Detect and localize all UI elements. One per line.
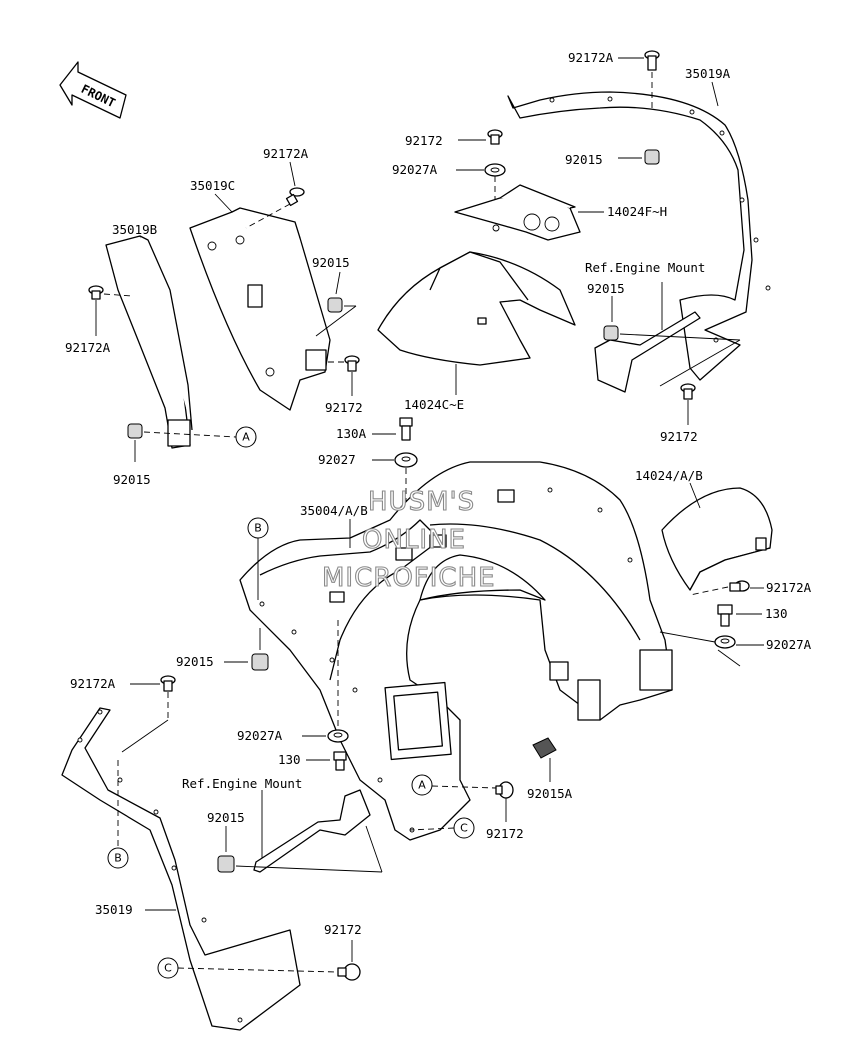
label-ref-engine-mount-low: Ref.Engine Mount xyxy=(182,776,302,791)
fender-flap-35019A xyxy=(507,91,771,381)
callout-A-low-label: A xyxy=(418,779,426,792)
watermark-line3: MICROFICHE xyxy=(322,563,496,593)
washer-92027A-right xyxy=(659,631,764,667)
callout-C-low-label: C xyxy=(164,962,172,975)
cover-14024C-E xyxy=(377,251,576,395)
bolt-92172-center xyxy=(326,355,360,396)
label-92172-bottom: 92172 xyxy=(324,922,362,937)
front-arrow: FRONT xyxy=(59,61,127,119)
panel-35019B xyxy=(105,235,193,449)
callout-C-top: C xyxy=(409,817,475,839)
label-92027A-low: 92027A xyxy=(237,728,283,743)
label-14024F-H: 14024F~H xyxy=(607,204,667,219)
watermark-line2: ONLINE xyxy=(362,525,466,555)
bolt-92172A-left xyxy=(245,161,305,229)
washer-92027 xyxy=(372,452,418,555)
nut-92015-lowleft xyxy=(224,628,269,671)
callout-B-low: B xyxy=(107,760,129,869)
bolt-130-low xyxy=(306,751,347,771)
nut-92015-left xyxy=(127,423,237,462)
watermark-line1: HUSM'S xyxy=(368,487,475,517)
label-92172-low: 92172 xyxy=(486,826,524,841)
label-35004AB: 35004/A/B xyxy=(300,503,368,518)
watermark: HUSM'S ONLINE MICROFICHE xyxy=(321,486,496,593)
engine-mount-bracket-low xyxy=(253,789,371,873)
bolt-130A xyxy=(372,417,413,441)
label-92172A-left: 92172A xyxy=(263,146,309,161)
bolt-92172-rightlow xyxy=(680,383,696,425)
washer-92027A-low xyxy=(302,620,349,743)
label-92027A-top: 92027A xyxy=(392,162,438,177)
bolt-92172A-top xyxy=(618,50,660,112)
label-92015-lowleft: 92015 xyxy=(176,654,214,669)
bolt-92172-low xyxy=(495,781,514,822)
clip-92015A xyxy=(532,737,557,782)
bolt-92172A-lowleft xyxy=(121,675,176,753)
label-92027A-right: 92027A xyxy=(766,637,812,652)
label-92172A-left2: 92172A xyxy=(65,340,111,355)
label-92172A-top: 92172A xyxy=(568,50,614,65)
nut-92015-center xyxy=(315,271,357,337)
callout-B-top-label: B xyxy=(254,522,262,535)
label-130-right: 130 xyxy=(765,606,788,621)
panel-35019C xyxy=(189,207,331,411)
label-92172A-right: 92172A xyxy=(766,580,812,595)
cover-14024AB xyxy=(661,482,773,591)
nut-92015-engine-top xyxy=(603,296,741,387)
label-35019A: 35019A xyxy=(685,66,731,81)
label-92015-low: 92015 xyxy=(207,810,245,825)
label-92027: 92027 xyxy=(318,452,356,467)
label-14024AB: 14024/A/B xyxy=(635,468,703,483)
nut-92015-low xyxy=(217,825,383,873)
callout-B-low-label: B xyxy=(114,852,122,865)
bolt-92172-mid xyxy=(458,129,503,145)
label-35019C: 35019C xyxy=(190,178,235,193)
nut-92015-right xyxy=(618,149,660,165)
bolt-92172A-left2 xyxy=(88,285,133,336)
label-92015-engine-top: 92015 xyxy=(587,281,625,296)
label-92015-center: 92015 xyxy=(312,255,350,270)
callout-B-top: B xyxy=(247,517,269,600)
bolt-92172A-right xyxy=(689,580,764,596)
engine-mount-bracket-top xyxy=(594,282,701,393)
label-130-low: 130 xyxy=(278,752,301,767)
callout-A-top-label: A xyxy=(242,431,250,444)
label-92015A: 92015A xyxy=(527,786,573,801)
label-92172-rightlow: 92172 xyxy=(660,429,698,444)
label-92172-center: 92172 xyxy=(325,400,363,415)
fender-flap-35019 xyxy=(61,707,301,1031)
callout-A-low: A xyxy=(411,774,497,796)
bolt-130-right xyxy=(717,604,762,627)
main-fender-35004 xyxy=(239,461,673,841)
label-ref-engine-mount-top: Ref.Engine Mount xyxy=(585,260,705,275)
label-35019B: 35019B xyxy=(112,222,157,237)
callout-C-low: C xyxy=(157,957,339,979)
label-35019: 35019 xyxy=(95,902,133,917)
panel-14024F-H xyxy=(454,184,604,241)
label-92015-right: 92015 xyxy=(565,152,603,167)
label-92015-left: 92015 xyxy=(113,472,151,487)
callout-A-top: A xyxy=(235,426,257,448)
label-130A: 130A xyxy=(336,426,367,441)
label-14024C-E: 14024C~E xyxy=(404,397,464,412)
label-92172-mid: 92172 xyxy=(405,133,443,148)
bolt-92172-bottom xyxy=(337,940,361,981)
label-92172A-lowleft: 92172A xyxy=(70,676,116,691)
callout-C-top-label: C xyxy=(460,822,468,835)
